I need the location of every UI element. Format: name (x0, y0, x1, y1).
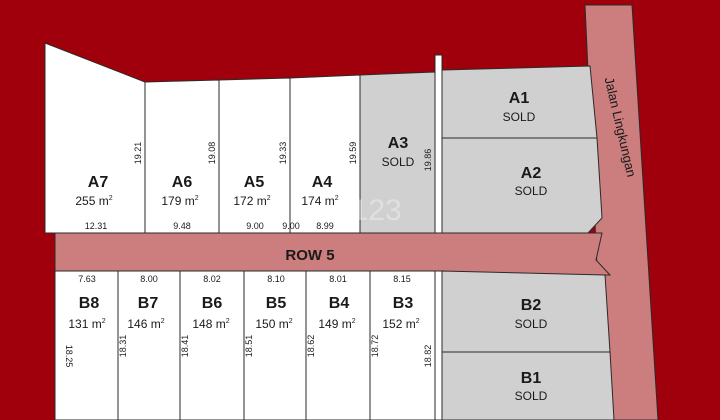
dimension-label: 19.21 (133, 142, 143, 165)
dimension-label: 9.00 (282, 221, 300, 231)
plot-area: 255 m2 (75, 194, 112, 208)
dimension-label: 8.02 (203, 274, 221, 284)
plot-area: 148 m2 (192, 317, 229, 331)
dimension-label: 18.41 (180, 335, 190, 358)
label-B8: B8 131 m2 (68, 295, 105, 331)
plot-A2[interactable] (441, 137, 603, 234)
label-B3: B3 152 m2 (382, 295, 419, 331)
label-A7: A7 255 m2 (75, 174, 112, 208)
plot-id: A7 (88, 174, 109, 191)
plot-B4[interactable] (305, 270, 371, 420)
dimension-label: 18.82 (423, 345, 433, 368)
road-row-5 (54, 232, 612, 276)
dimension-label: 8.15 (393, 274, 411, 284)
plot-area: 146 m2 (127, 317, 164, 331)
label-A1: A1 SOLD (503, 90, 536, 124)
label-B1: B1 SOLD (515, 370, 548, 403)
label-B6: B6 148 m2 (192, 295, 229, 331)
plot-id: B5 (266, 295, 287, 312)
label-B5: B5 150 m2 (255, 295, 292, 331)
plot-id: A2 (521, 165, 542, 182)
plot-area: 152 m2 (382, 317, 419, 331)
sold-label: SOLD (503, 110, 536, 124)
plot-id: A6 (172, 174, 193, 191)
sold-label: SOLD (515, 389, 548, 403)
plot-id: A4 (312, 174, 333, 191)
plot-area: 179 m2 (161, 194, 198, 208)
dimension-label: 19.33 (278, 142, 288, 165)
sold-label: SOLD (515, 317, 548, 331)
dimension-label: 9.48 (173, 221, 191, 231)
dimension-label: 7.63 (78, 274, 96, 284)
plot-B7[interactable] (117, 270, 181, 420)
plot-area: 172 m2 (233, 194, 270, 208)
plot-B8[interactable] (54, 270, 119, 420)
plot-area: 131 m2 (68, 317, 105, 331)
plot-id: B7 (138, 295, 159, 312)
plot-id: B6 (202, 295, 223, 312)
plot-B1[interactable] (441, 351, 615, 420)
label-A3: A3 SOLD (382, 135, 415, 169)
label-A2: A2 SOLD (515, 165, 548, 198)
label-B4: B4 149 m2 (318, 295, 355, 331)
dimension-label: 18.62 (306, 335, 316, 358)
road-label: ROW 5 (285, 247, 334, 264)
dimension-label: 19.86 (423, 149, 433, 172)
plot-id: B2 (521, 297, 542, 314)
sold-label: SOLD (382, 155, 415, 169)
plot-divider-strip-bottom (434, 270, 443, 420)
label-A5: A5 172 m2 (233, 174, 270, 208)
plot-B3[interactable] (369, 270, 436, 420)
dimension-label: 18.31 (118, 335, 128, 358)
dimension-label: 8.99 (316, 221, 334, 231)
dimension-label: 8.00 (140, 274, 158, 284)
sold-label: SOLD (515, 184, 548, 198)
dimension-label: 8.10 (267, 274, 285, 284)
plot-divider-strip (434, 54, 443, 234)
plot-area: 174 m2 (301, 194, 338, 208)
plot-id: B1 (521, 370, 542, 387)
plot-id: A1 (509, 90, 530, 107)
dimension-label: 18.51 (244, 335, 254, 358)
plot-area: 149 m2 (318, 317, 355, 331)
plot-area: 150 m2 (255, 317, 292, 331)
label-A4: A4 174 m2 (301, 174, 338, 208)
plot-id: B8 (79, 295, 100, 312)
dimension-label: 19.59 (348, 142, 358, 165)
dimension-label: 12.31 (85, 221, 108, 231)
dimension-label: 18.72 (370, 335, 380, 358)
watermark-text: ah123 (318, 194, 401, 227)
dimension-label: 18.25 (64, 345, 74, 368)
plot-id: B3 (393, 295, 414, 312)
plot-id: A3 (388, 135, 409, 152)
dimension-label: 9.00 (246, 221, 264, 231)
dimension-label: 19.08 (207, 142, 217, 165)
label-A6: A6 179 m2 (161, 174, 198, 208)
plot-id: A5 (244, 174, 265, 191)
plot-id: B4 (329, 295, 350, 312)
dimension-label: 8.01 (329, 274, 347, 284)
label-B2: B2 SOLD (515, 297, 548, 331)
label-B7: B7 146 m2 (127, 295, 164, 331)
